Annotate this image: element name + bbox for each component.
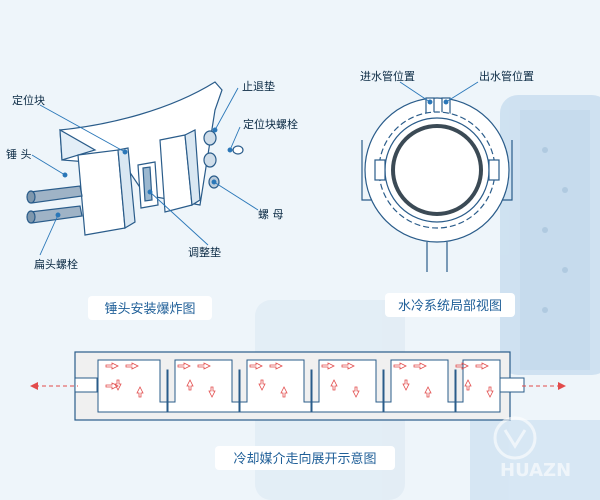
label-nut: 螺 母 bbox=[258, 208, 284, 221]
flow-arrow-20 bbox=[455, 362, 469, 370]
inner-ring bbox=[391, 124, 483, 216]
flow-arrow-3 bbox=[136, 386, 144, 398]
hammer-exploded-diagram bbox=[26, 81, 244, 236]
flow-arrow-16 bbox=[393, 362, 407, 370]
flow-arrow-14 bbox=[330, 379, 338, 391]
flow-arrow-12 bbox=[321, 362, 335, 370]
label-hammer-head: 锤 头 bbox=[6, 147, 32, 161]
flow-arrow-5 bbox=[197, 362, 211, 370]
caption-coolant-flow: 冷却媒介走向展开示意图 bbox=[215, 446, 395, 470]
flow-arrow-8 bbox=[249, 362, 263, 370]
flow-arrow-1 bbox=[125, 362, 139, 370]
head-front-block bbox=[77, 149, 126, 236]
flow-arrow-18 bbox=[402, 379, 410, 391]
flow-arrow-11 bbox=[280, 386, 288, 398]
flow-arrow-17 bbox=[413, 362, 427, 370]
flow-arrow-15 bbox=[352, 386, 360, 398]
label-flat-bolt: 扁头螺栓 bbox=[34, 257, 78, 271]
flow-arrow-13 bbox=[341, 362, 355, 370]
washer-group bbox=[203, 130, 244, 189]
diagram-2-leader-lines bbox=[399, 81, 479, 105]
label-outlet: 出水管位置 bbox=[479, 69, 534, 83]
flow-arrow-2 bbox=[114, 379, 122, 391]
flow-arrow-23 bbox=[486, 386, 494, 398]
brand-logo-text: HUAZN bbox=[500, 460, 571, 481]
flow-arrow-22 bbox=[464, 379, 472, 391]
caption-water-cooling: 水冷系统局部视图 bbox=[385, 293, 515, 317]
flow-arrow-19 bbox=[424, 386, 432, 398]
flow-arrow-6 bbox=[186, 379, 194, 391]
label-stop-washer: 止退垫 bbox=[242, 79, 275, 93]
flow-arrow-0 bbox=[105, 362, 119, 370]
caption-hammer: 锤头安装爆炸图 bbox=[88, 296, 212, 320]
flow-arrow-21 bbox=[475, 362, 489, 370]
serpentine-channel bbox=[97, 359, 501, 413]
caption-water-cooling-text: 水冷系统局部视图 bbox=[398, 299, 502, 314]
water-cooling-diagram bbox=[361, 97, 513, 272]
flow-arrow-10 bbox=[258, 379, 266, 391]
flow-arrow-9 bbox=[269, 362, 283, 370]
caption-hammer-text: 锤头安装爆炸图 bbox=[104, 302, 195, 317]
brand-watermark: HUAZN bbox=[493, 416, 571, 481]
flow-arrow-7 bbox=[208, 386, 216, 398]
flow-arrow-4 bbox=[177, 362, 191, 370]
flat-head-bolts bbox=[26, 185, 83, 224]
flow-arrows bbox=[105, 362, 494, 398]
brand-logo-icon bbox=[493, 416, 537, 460]
label-inlet: 进水管位置 bbox=[360, 69, 415, 83]
caption-coolant-flow-text: 冷却媒介走向展开示意图 bbox=[233, 451, 376, 467]
label-positioning-block: 定位块 bbox=[12, 93, 45, 107]
flow-arrow-24 bbox=[105, 382, 119, 390]
label-adjust-washer: 调整垫 bbox=[188, 245, 221, 259]
diagram-1-leader-lines bbox=[31, 87, 259, 256]
label-positioning-bolt: 定位块螺栓 bbox=[243, 117, 298, 131]
coolant-flow-diagram bbox=[30, 351, 566, 421]
